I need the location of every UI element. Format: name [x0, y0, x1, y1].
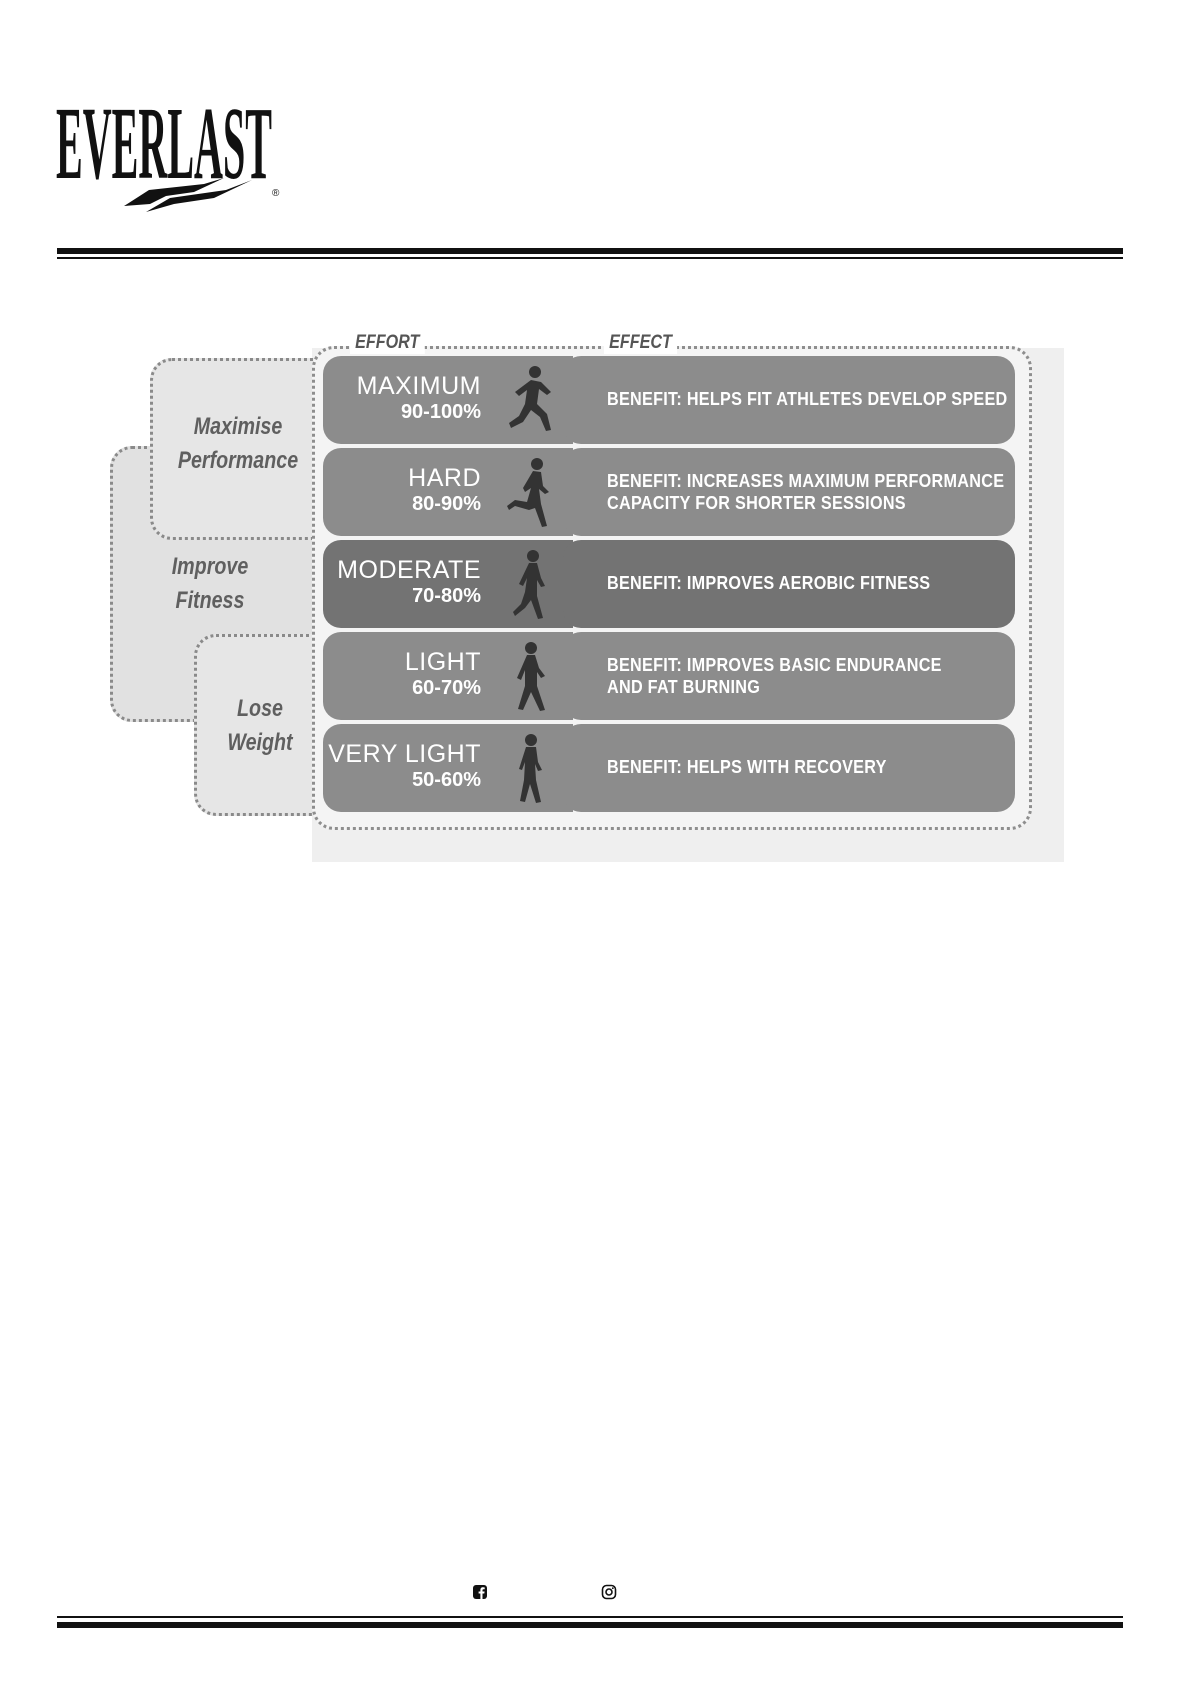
level-name: MODERATE — [337, 556, 481, 584]
level-range: 60-70% — [412, 677, 481, 699]
effect-cell: BENEFIT: INCREASES MAXIMUM PERFORMANCE C… — [563, 448, 1015, 536]
effort-cell: LIGHT 60-70% — [323, 632, 573, 720]
benefit-text: AND FAT BURNING — [607, 677, 761, 697]
effort-cell: MAXIMUM 90-100% — [323, 356, 573, 444]
footer-rule-thin — [57, 1616, 1123, 1618]
benefit-text: BENEFIT: IMPROVES AEROBIC FITNESS — [607, 573, 931, 593]
zone-label-line: Maximise — [193, 413, 283, 440]
effect-cell: BENEFIT: HELPS FIT ATHLETES DEVELOP SPEE… — [563, 356, 1015, 444]
level-name: MAXIMUM — [356, 372, 481, 400]
level-range: 80-90% — [412, 493, 481, 515]
header-rule-thin — [57, 257, 1123, 259]
benefit-text: BENEFIT: IMPROVES BASIC ENDURANCE — [607, 655, 942, 675]
benefit-text: BENEFIT: INCREASES MAXIMUM PERFORMANCE — [607, 471, 1005, 491]
zone-row-hard: HARD 80-90% BENEFIT: INCREASES MAXIMUM P… — [323, 448, 1015, 536]
effect-header: EFFECT — [604, 332, 678, 354]
header-rule-thick — [57, 248, 1123, 254]
everlast-logo: EVERLAST ® — [56, 86, 280, 212]
zone-label-line: Lose — [237, 695, 283, 722]
zone-label-line: Weight — [227, 729, 293, 756]
benefit-text: BENEFIT: HELPS FIT ATHLETES DEVELOP SPEE… — [607, 389, 1008, 409]
zone-label-line: Improve — [171, 553, 249, 580]
zone-label-improve-fitness: Improve Fitness — [153, 550, 268, 618]
zone-label-lose-weight: Lose Weight — [211, 692, 309, 760]
effect-cell: BENEFIT: IMPROVES AEROBIC FITNESS — [563, 540, 1015, 628]
effort-header: EFFORT — [350, 332, 425, 354]
zone-row-maximum: MAXIMUM 90-100% BENEFIT: HELPS FIT ATHLE… — [323, 356, 1015, 444]
footer-rule-thick — [57, 1622, 1123, 1628]
facebook-icon[interactable] — [472, 1584, 488, 1600]
svg-text:®: ® — [272, 188, 280, 199]
benefit-text: CAPACITY FOR SHORTER SESSIONS — [607, 493, 906, 513]
zone-row-light: LIGHT 60-70% BENEFIT: IMPROVES BASIC END… — [323, 632, 1015, 720]
effort-cell: MODERATE 70-80% — [323, 540, 573, 628]
level-name: LIGHT — [404, 648, 481, 676]
level-name: VERY LIGHT — [328, 740, 481, 768]
zone-label-line: Fitness — [175, 587, 245, 614]
level-range: 90-100% — [400, 401, 481, 423]
effect-cell: BENEFIT: HELPS WITH RECOVERY — [563, 724, 1015, 812]
zone-label-line: Performance — [177, 447, 299, 474]
runner-icon — [507, 458, 549, 527]
effort-cell: VERY LIGHT 50-60% — [323, 724, 573, 812]
effort-cell: HARD 80-90% — [323, 448, 573, 536]
slow-walker-icon — [519, 734, 542, 803]
zone-label-maximise-performance: Maximise Performance — [166, 410, 310, 478]
sprinter-icon — [509, 366, 551, 431]
instagram-icon[interactable] — [601, 1584, 617, 1600]
level-name: HARD — [408, 464, 481, 492]
svg-text:EVERLAST: EVERLAST — [56, 86, 272, 201]
zone-row-moderate: MODERATE 70-80% BENEFIT: IMPROVES AEROBI… — [323, 540, 1015, 628]
walker-icon — [517, 642, 545, 711]
level-range: 50-60% — [412, 769, 481, 791]
jogger-icon — [513, 550, 545, 619]
zone-row-very-light: VERY LIGHT 50-60% BENEFIT: HELPS WITH RE… — [323, 724, 1015, 812]
benefit-text: BENEFIT: HELPS WITH RECOVERY — [607, 757, 887, 777]
effect-cell: BENEFIT: IMPROVES BASIC ENDURANCE AND FA… — [563, 632, 1015, 720]
level-range: 70-80% — [412, 585, 481, 607]
